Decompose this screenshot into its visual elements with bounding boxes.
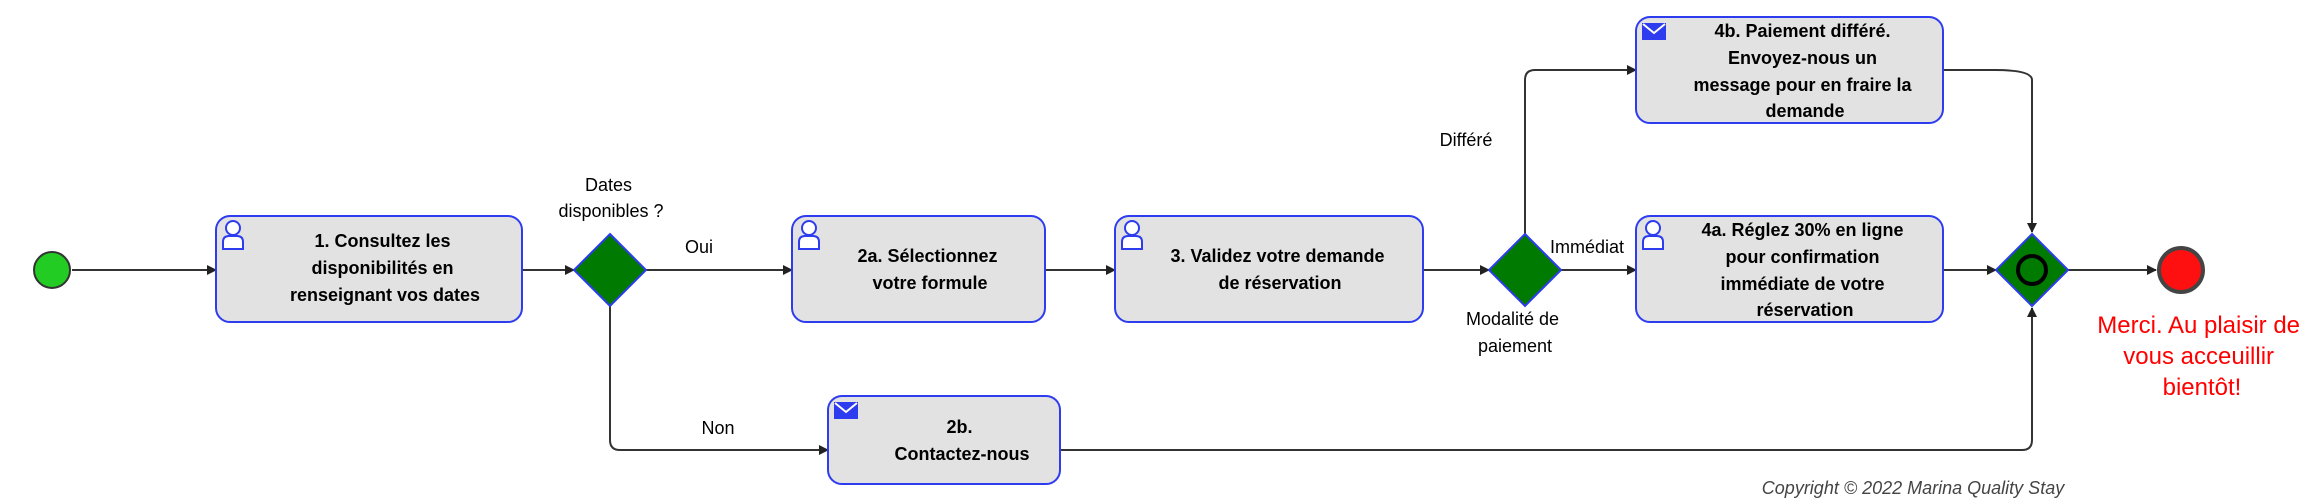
gateway-dates-label: Dates disponibles ? [558,175,663,221]
task-3-line-2: de réservation [1218,273,1341,293]
task-1-line-2: disponibilités en [311,258,453,278]
end-event-label: Merci. Au plaisir de vous acceuillir bie… [2097,312,2300,401]
task-2b-line-2: Contactez-nous [895,444,1030,464]
end-event: Merci. Au plaisir de vous acceuillir bie… [2097,246,2300,401]
task-3-validate-booking[interactable]: 3. Validez votre demande de réservation [1114,215,1424,323]
gateway-payment-label: Modalité de paiement [1466,309,1564,356]
end-event-line-1: Merci. Au plaisir de [2097,312,2300,339]
task-2b-contact-us[interactable]: 2b. Contactez-nous [827,395,1061,485]
task-3-line-1: 3. Validez votre demande [1170,246,1384,266]
task-4a-line-1: 4a. Réglez 30% en ligne [1701,220,1903,240]
user-icon [1121,220,1143,250]
gateway-merge [1994,232,2070,308]
user-icon [798,220,820,250]
copyright-text: Copyright © 2022 Marina Quality Stay [1762,478,2065,498]
task-2a-line-2: votre formule [872,273,987,293]
end-event-line-3: bientôt! [2163,374,2242,401]
task-4a-pay-online[interactable]: 4a. Réglez 30% en ligne pour confirmatio… [1635,215,1944,323]
task-4b-line-4: demande [1765,101,1844,121]
end-event-line-2: vous acceuillir [2123,343,2274,370]
flow-differe [1524,65,1637,234]
envelope-icon [834,402,858,419]
edge-label-non: Non [701,418,734,438]
task-2a-line-1: 2a. Sélectionnez [857,246,997,266]
task-4b-deferred-payment[interactable]: 4b. Paiement différé. Envoyez-nous un me… [1635,16,1944,124]
task-4a-line-3: immédiate de votre [1720,274,1884,294]
gateway-dates-label-line-2: disponibles ? [558,201,663,221]
task-4b-line-1: 4b. Paiement différé. [1714,21,1890,41]
task-1-line-3: renseignant vos dates [290,285,480,305]
gateway-dates-available: Dates disponibles ? [558,175,664,308]
task-4b-line-2: Envoyez-nous un [1728,48,1877,68]
edge-label-differe: Différé [1440,130,1493,150]
task-4a-label: 4a. Réglez 30% en ligne pour confirmatio… [1701,220,1908,320]
gateway-dates-label-line-1: Dates [585,175,632,195]
user-icon [222,220,244,250]
gateway-payment-method: Modalité de paiement [1466,232,1564,356]
task-2b-line-1: 2b. [946,417,972,437]
task-2a-select-formula[interactable]: 2a. Sélectionnez votre formule [791,215,1046,323]
gateway-payment-label-line-2: paiement [1478,336,1552,356]
flow-t4b-to-merge-gateway [1943,69,2037,233]
task-1-consult-availability[interactable]: 1. Consultez les disponibilités en rense… [215,215,523,323]
edge-label-oui: Oui [685,237,713,257]
task-4b-line-3: message pour en fraire la [1693,75,1912,95]
start-event [33,251,71,289]
task-1-label: 1. Consultez les disponibilités en rense… [290,231,480,305]
merge-gateway-ring-icon [2016,254,2048,286]
task-1-line-1: 1. Consultez les [314,231,450,251]
task-4b-label: 4b. Paiement différé. Envoyez-nous un me… [1693,21,1916,121]
user-icon [1642,220,1664,250]
gateway-payment-label-line-1: Modalité de [1466,309,1559,329]
task-3-label: 3. Validez votre demande de réservation [1170,246,1389,293]
flow-t2b-to-merge-gateway [1060,307,2037,451]
flow-non [609,306,829,455]
task-2b-label: 2b. Contactez-nous [895,417,1030,464]
task-2a-label: 2a. Sélectionnez votre formule [857,246,1002,293]
task-4a-line-4: réservation [1756,300,1853,320]
task-4a-line-2: pour confirmation [1725,247,1879,267]
sequence-flows [72,65,2157,455]
edge-label-immediat: Immédiat [1550,237,1624,257]
envelope-icon [1642,23,1666,40]
